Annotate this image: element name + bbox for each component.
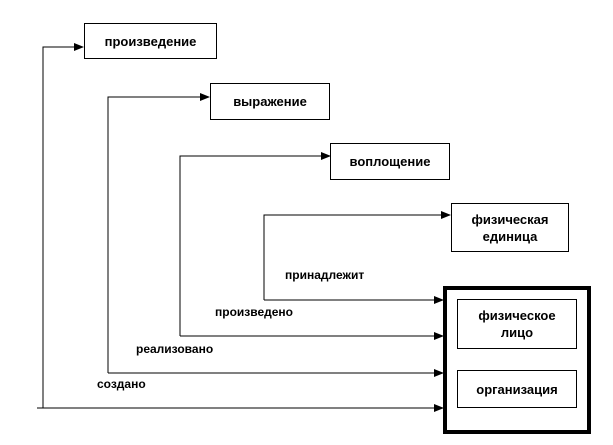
item-box: физическая единица [451,203,569,252]
owned-by-label: принадлежит [285,268,365,282]
work-box: произведение [84,23,217,59]
produced-by-label: произведено [215,305,294,319]
person-label-line1: физическое [478,308,556,323]
work-label: произведение [104,33,197,49]
person-box: физическое лицо [457,299,577,349]
manifestation-box: воплощение [330,143,450,180]
expression-label: выражение [233,94,307,109]
manifestation-label: воплощение [349,154,431,169]
realized-by-label: реализовано [136,342,214,356]
person-label-line2: лицо [500,325,534,340]
produced-to-manifestation-line [179,152,331,336]
organization-label: организация [476,381,558,397]
item-label-line2: единица [482,228,538,244]
created-by-label: создано [97,377,146,391]
owned-to-item-line [263,211,451,300]
expression-box: выражение [210,83,330,120]
created-to-work-line [42,43,84,408]
realized-to-expression-line [107,93,210,373]
organization-box: организация [457,370,577,408]
item-label-line1: физическая [471,211,549,227]
